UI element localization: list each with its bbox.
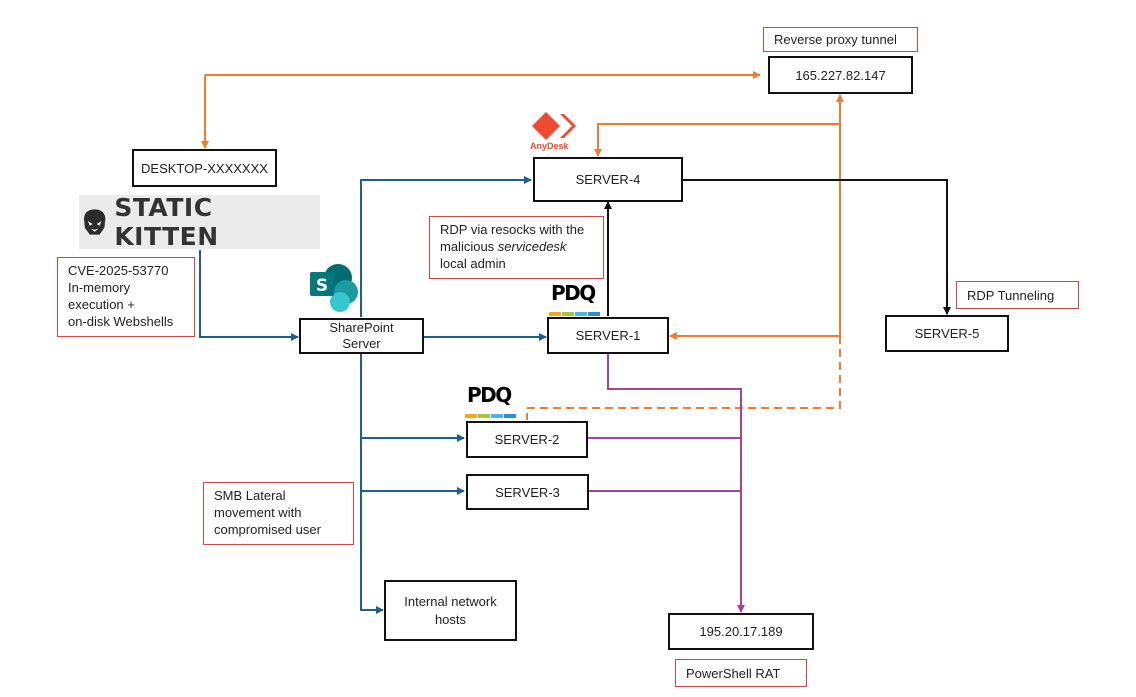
pdq-label: PDQ	[551, 281, 596, 305]
note-cve-line3: execution +	[68, 297, 135, 312]
node-server-1: SERVER-1	[547, 317, 669, 354]
pdq-bar-orange	[549, 312, 561, 316]
node-server-3-label: SERVER-3	[495, 484, 560, 500]
node-server-2-label: SERVER-2	[494, 432, 560, 447]
node-server-2: SERVER-2	[466, 421, 588, 458]
node-internal-line1: Internal network	[404, 593, 497, 609]
node-internal-hosts: Internal network hosts	[384, 580, 517, 641]
anydesk-icon	[532, 112, 576, 140]
pdq-bar-orange	[465, 414, 477, 418]
anydesk-label: AnyDesk	[530, 141, 569, 151]
pdq-bar-green	[562, 312, 574, 316]
node-desktop-label: DESKTOP-XXXXXXX	[141, 160, 268, 176]
sharepoint-icon: S	[310, 264, 358, 312]
pdq-bar-blue	[504, 414, 516, 418]
pdq-bar-blue	[588, 312, 600, 316]
note-rdp-servicedesk: servicedesk	[497, 239, 567, 254]
pdq-bar-teal	[491, 414, 503, 418]
node-server-4: SERVER-4	[533, 157, 683, 202]
note-rdp-line1: RDP via resocks with the	[440, 222, 585, 237]
orange-link-desktop-proxy	[201, 71, 761, 149]
purple-links	[588, 354, 745, 613]
note-smb-line2: movement with	[214, 505, 302, 520]
sharepoint-logo: S	[308, 262, 362, 314]
pdq-bar-green	[478, 414, 490, 418]
note-rdp-line3: local admin	[440, 256, 506, 271]
static-kitten-text: STATIC KITTEN	[114, 193, 219, 251]
note-cve-line4: on-disk Webshells	[68, 314, 174, 329]
node-sharepoint-line1: SharePoint	[329, 320, 394, 335]
anydesk-logo: AnyDesk	[530, 110, 580, 156]
note-reverse-proxy: Reverse proxy tunnel	[763, 27, 918, 52]
node-proxy-ip: 165.227.82.147	[768, 56, 913, 94]
node-server-4-label: SERVER-4	[575, 172, 641, 187]
black-links	[604, 179, 951, 316]
node-server-3: SERVER-3	[466, 474, 589, 510]
note-rdp-line2: malicious servicedesk	[440, 238, 593, 255]
node-proxy-ip-label: 165.227.82.147	[795, 67, 886, 83]
node-sharepoint-server: SharePoint Server	[299, 318, 424, 354]
node-rat-ip-label: 195.20.17.189	[699, 624, 783, 639]
pdq-bar-teal	[575, 312, 587, 316]
node-rat-ip: 195.20.17.189	[668, 613, 814, 650]
node-sharepoint-line2: Server	[342, 336, 381, 351]
orange-link-proxy-servers	[526, 94, 844, 420]
pdq-logo-server-2: PDQ	[465, 383, 519, 419]
panther-mask-icon	[83, 209, 106, 235]
node-server-1-label: SERVER-1	[575, 328, 641, 343]
blue-links	[199, 176, 547, 614]
note-cve: CVE-2025-53770 In-memory execution + on-…	[57, 257, 195, 337]
static-kitten-logo: STATIC KITTEN	[79, 193, 320, 251]
note-rdp-line2-text: malicious	[440, 239, 498, 254]
note-rdp-resocks: RDP via resocks with the malicious servi…	[429, 216, 604, 279]
sharepoint-s-glyph: S	[316, 276, 328, 296]
node-server-5-label: SERVER-5	[914, 326, 980, 341]
node-server-5: SERVER-5	[885, 315, 1009, 352]
note-smb-line3: compromised user	[214, 522, 321, 537]
note-smb-line1: SMB Lateral	[214, 488, 286, 503]
node-internal-line2: hosts	[434, 611, 467, 627]
pdq-logo-server-1: PDQ	[549, 281, 603, 317]
note-smb-lateral: SMB Lateral movement with compromised us…	[203, 482, 354, 545]
pdq-label: PDQ	[467, 383, 512, 407]
node-desktop: DESKTOP-XXXXXXX	[132, 149, 277, 187]
note-cve-line1: CVE-2025-53770	[68, 263, 169, 278]
note-cve-line2: In-memory	[68, 280, 131, 295]
note-powershell-rat: PowerShell RAT	[675, 659, 807, 687]
note-rdp-tunneling: RDP Tunneling	[956, 281, 1079, 309]
